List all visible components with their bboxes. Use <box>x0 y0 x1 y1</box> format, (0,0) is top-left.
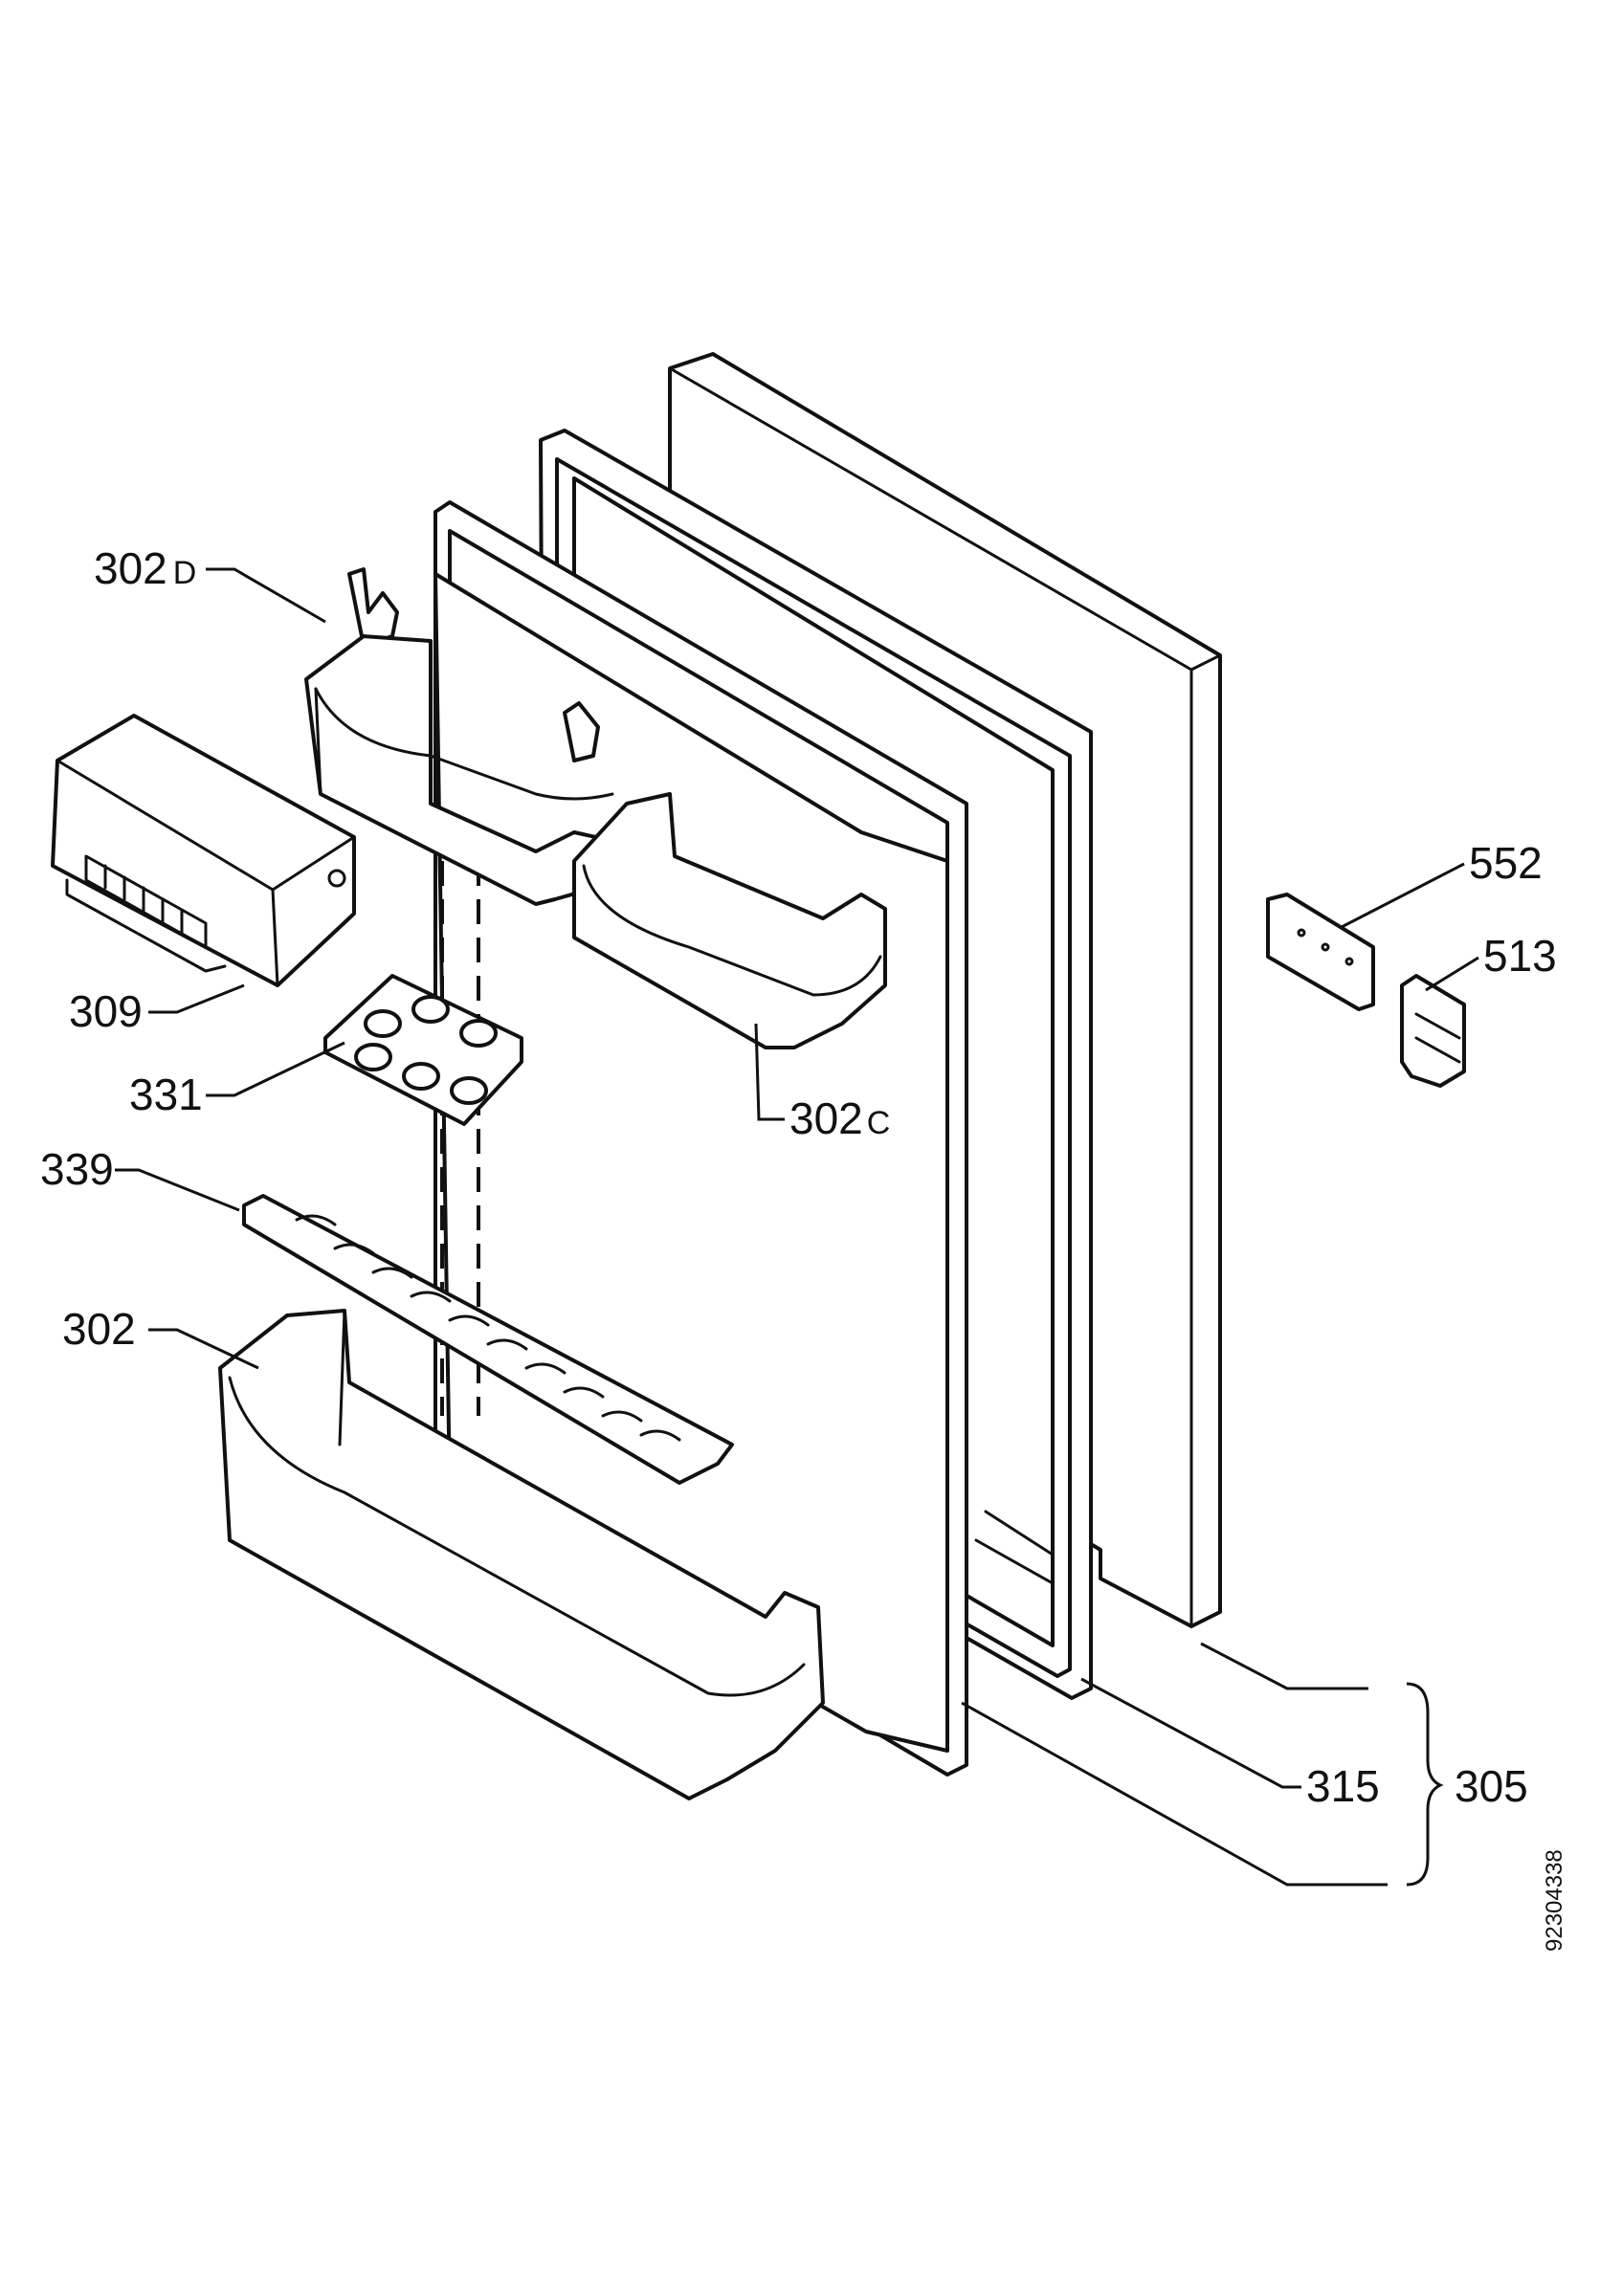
door-rack-302c <box>572 792 887 1049</box>
bottle-retainer-339 <box>242 1194 734 1485</box>
callout-513: 513 <box>1483 931 1557 981</box>
hinge-bracket-552 <box>1266 893 1375 1011</box>
inner-door-liner <box>433 500 968 1777</box>
callout-315: 315 <box>1306 1761 1380 1811</box>
callout-309: 309 <box>69 986 143 1036</box>
group-brace <box>1406 1682 1444 1887</box>
door-rack-302 <box>218 1309 825 1800</box>
leader-lines <box>115 567 1479 1887</box>
hinge-part-513 <box>1400 974 1466 1088</box>
drawing-code: 92304338 <box>1542 1849 1567 1952</box>
egg-tray-331 <box>323 974 523 1126</box>
butter-compartment-309 <box>51 714 356 987</box>
callout-305: 305 <box>1455 1761 1528 1811</box>
callout-302: 302 <box>62 1304 136 1354</box>
door-rack-302d <box>304 567 624 906</box>
callout-331: 331 <box>129 1070 203 1119</box>
callout-339: 339 <box>40 1144 114 1194</box>
callout-552: 552 <box>1469 838 1543 888</box>
